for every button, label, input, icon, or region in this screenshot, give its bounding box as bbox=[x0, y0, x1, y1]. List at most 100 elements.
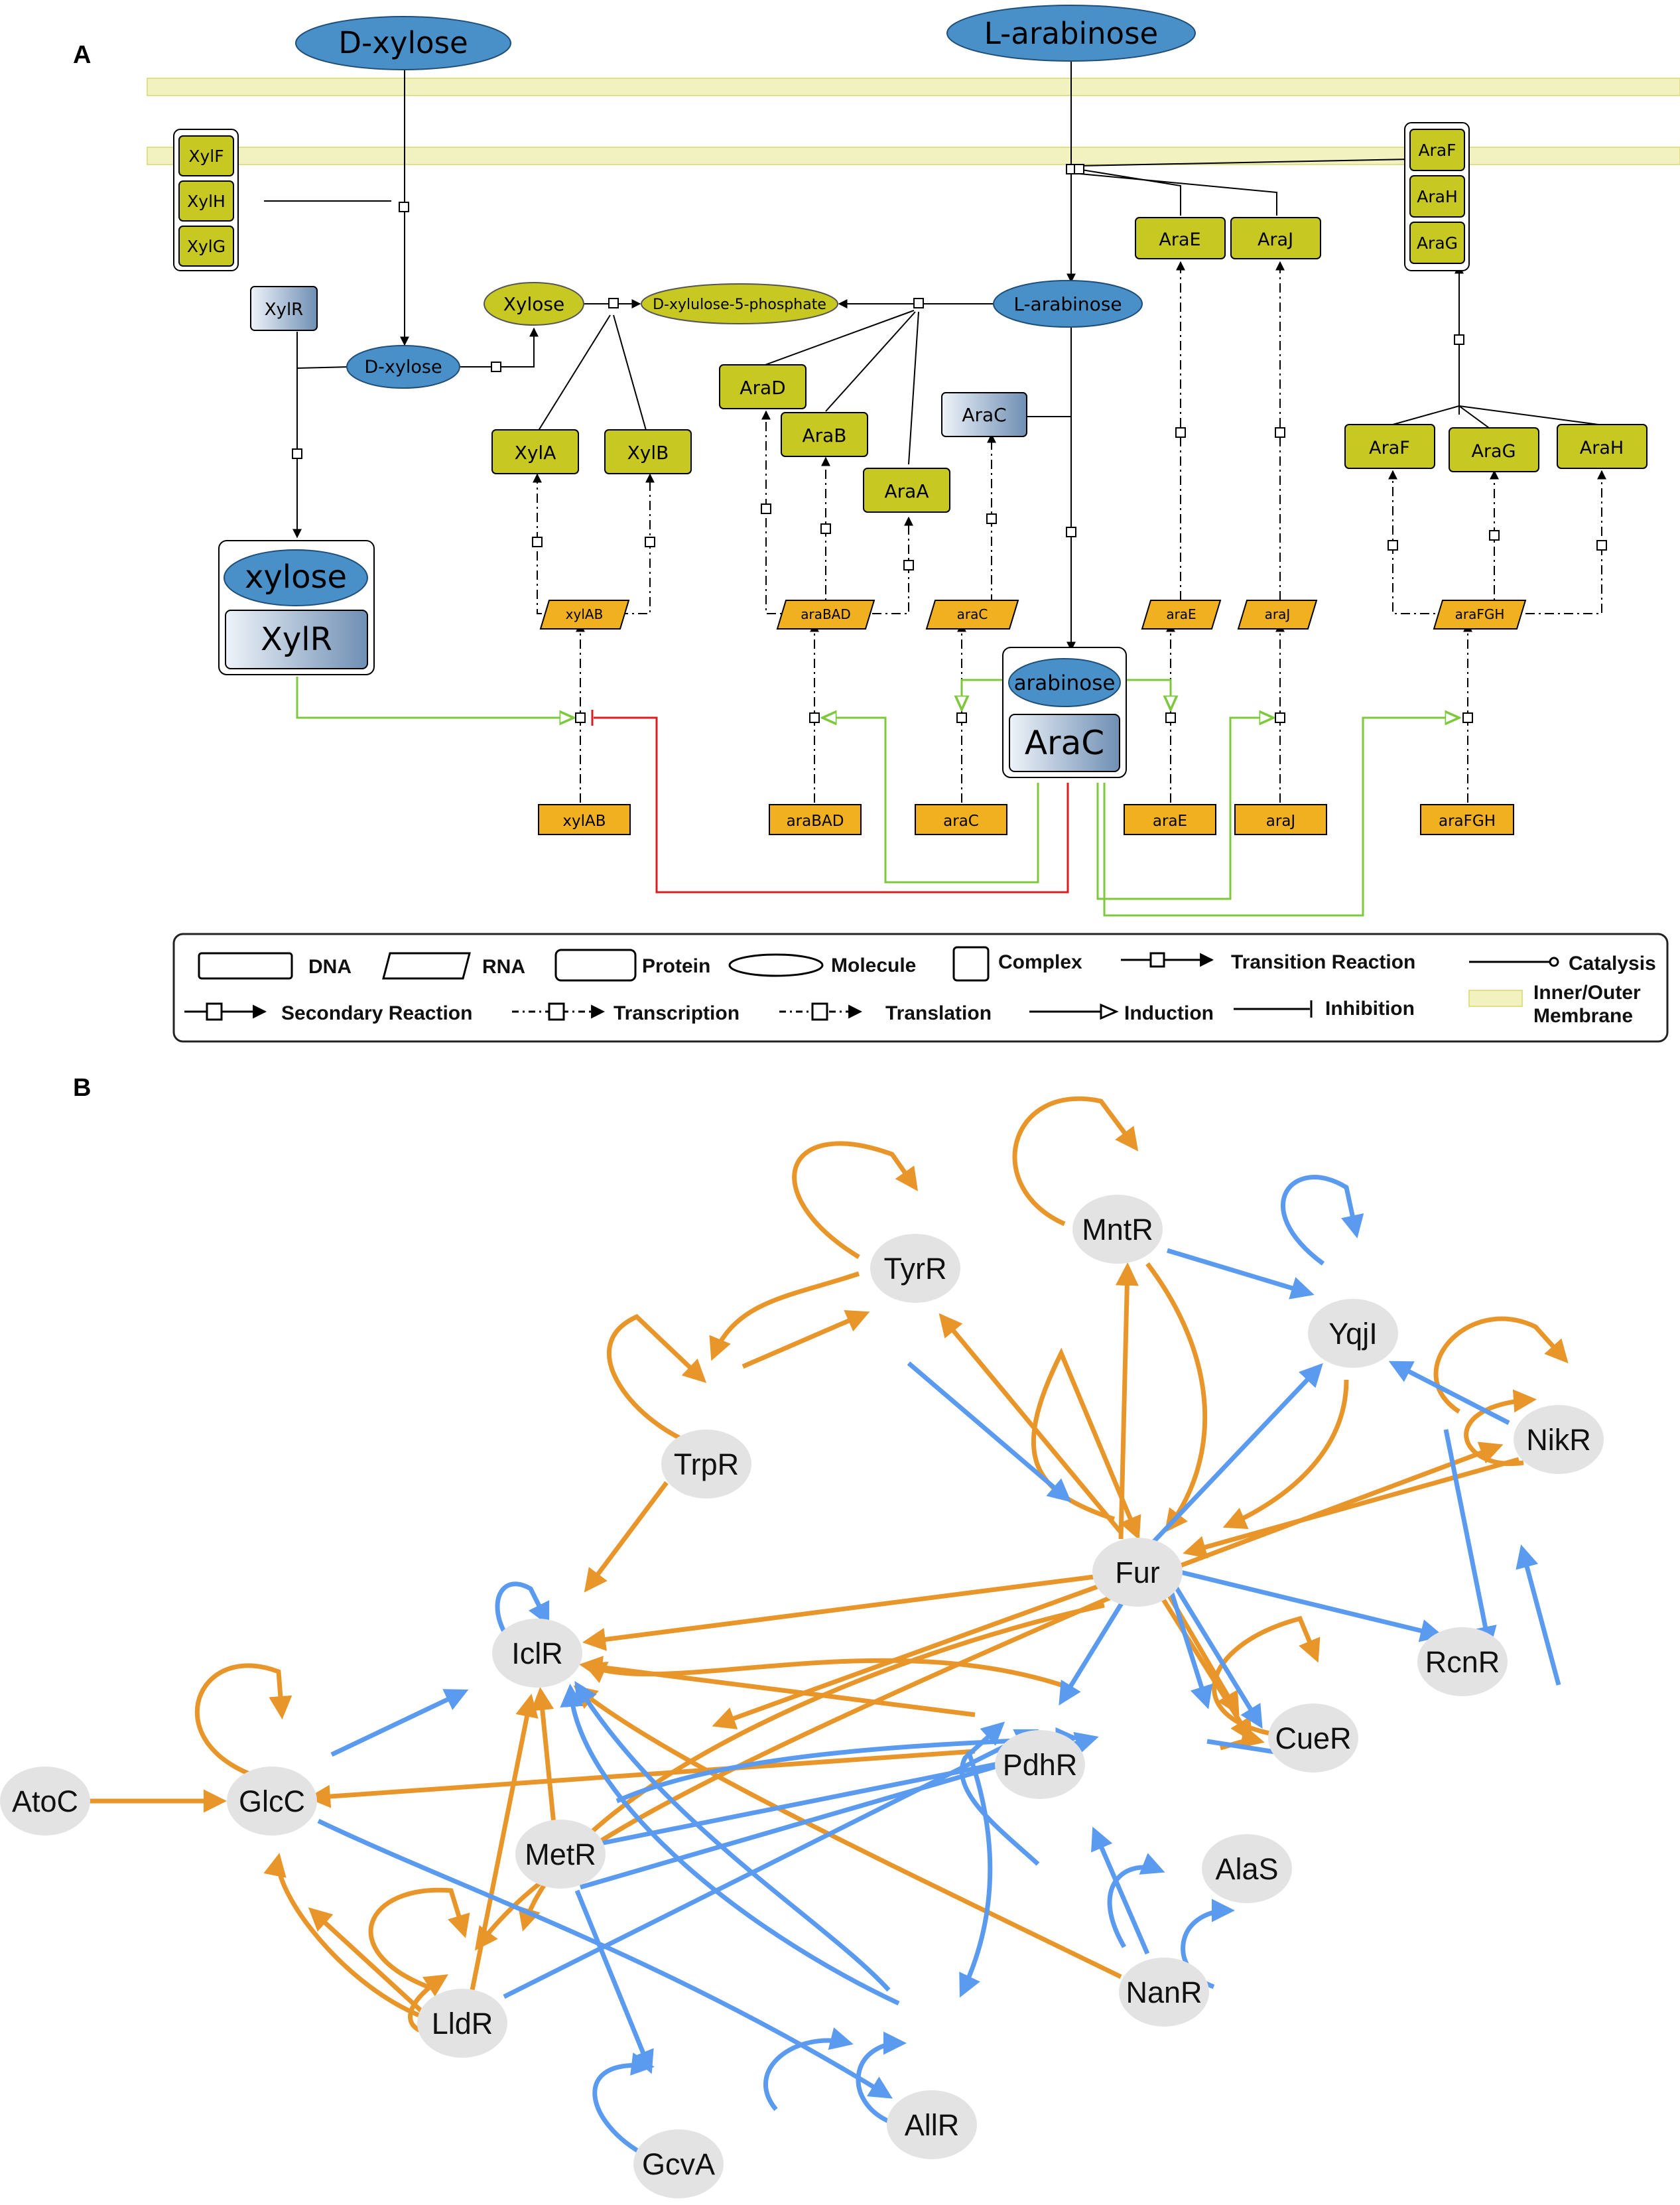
protein-arag: AraG bbox=[1471, 441, 1516, 462]
node-nanr: NanR bbox=[1119, 1958, 1209, 2027]
node-tyrr: TyrR bbox=[870, 1234, 960, 1303]
complex-arabinose-molecule: arabinose bbox=[1014, 671, 1116, 695]
panel-a-rna: xylAB araBAD araC araE araJ araFGH bbox=[539, 600, 1527, 630]
molecule-dxylose-out: D-xylose bbox=[338, 25, 468, 60]
panel-a-molecules: D-xylose L-arabinose Xylose D-xylulose-5… bbox=[295, 5, 1196, 389]
molecule-xylose: Xylose bbox=[503, 293, 564, 315]
node-alas-label: AlaS bbox=[1215, 1852, 1278, 1886]
panel-a-dna: xylAB araBAD araC araE araJ araFGH bbox=[538, 804, 1514, 835]
node-mntr: MntR bbox=[1072, 1195, 1163, 1264]
protein-araa: AraA bbox=[885, 480, 929, 502]
complex-arabinose-arac: arabinose AraC bbox=[1002, 647, 1127, 778]
node-glcc-label: GlcC bbox=[239, 1784, 305, 1818]
node-metr: MetR bbox=[515, 1820, 606, 1889]
node-rcnr: RcnR bbox=[1417, 1627, 1508, 1696]
node-alas: AlaS bbox=[1202, 1834, 1292, 1903]
panel-a-regulation bbox=[296, 677, 1459, 917]
protein-xylh: XylH bbox=[187, 192, 226, 211]
dna-arae: araE bbox=[1153, 813, 1187, 830]
rna-xylab: xylAB bbox=[566, 606, 604, 622]
protein-arah: AraH bbox=[1580, 438, 1624, 458]
node-trpr-label: TrpR bbox=[674, 1447, 739, 1481]
node-yqji: YqjI bbox=[1308, 1299, 1398, 1368]
protein-arae: AraE bbox=[1159, 230, 1200, 250]
node-allr: AllR bbox=[887, 2090, 977, 2159]
complex-xylr-protein: XylR bbox=[261, 621, 332, 658]
protein-araj: AraJ bbox=[1258, 230, 1293, 250]
complex-xylose-molecule: xylose bbox=[245, 559, 347, 596]
node-glcc: GlcC bbox=[227, 1767, 317, 1836]
node-cuer: CueR bbox=[1268, 1704, 1358, 1772]
node-lldr-label: LldR bbox=[432, 2007, 493, 2040]
protein-arac: AraC bbox=[962, 404, 1006, 426]
legend-complex: Complex bbox=[998, 951, 1082, 973]
node-nanr-label: NanR bbox=[1126, 1975, 1202, 2009]
legend-membrane-line1: Inner/Outer bbox=[1533, 982, 1641, 1004]
protein-xylr: XylR bbox=[265, 300, 304, 320]
rna-arafgh: araFGH bbox=[1455, 606, 1505, 622]
legend-translation: Translation bbox=[885, 1002, 992, 1024]
protein-arad: AraD bbox=[740, 377, 785, 399]
node-nikr: NikR bbox=[1514, 1405, 1604, 1474]
legend-membrane-line2: Membrane bbox=[1533, 1005, 1633, 1027]
dna-arac: araC bbox=[943, 813, 979, 830]
node-pdhr: PdhR bbox=[995, 1730, 1085, 1799]
dna-xylab: xylAB bbox=[562, 813, 606, 830]
dna-arabad: araBAD bbox=[787, 813, 844, 830]
rna-arabad: araBAD bbox=[801, 606, 851, 622]
complex-xylfhg: XylF XylH XylG bbox=[173, 129, 239, 271]
complex-arafhg: AraF AraH AraG bbox=[1404, 122, 1470, 271]
dna-arafgh: araFGH bbox=[1439, 813, 1496, 830]
molecule-larabinose-in: L-arabinose bbox=[1013, 293, 1122, 315]
node-metr-label: MetR bbox=[525, 1838, 596, 1871]
legend-molecule: Molecule bbox=[831, 955, 916, 976]
node-nikr-label: NikR bbox=[1526, 1423, 1591, 1457]
legend: DNA RNA Protein Molecule Complex Transit… bbox=[172, 933, 1669, 1043]
node-yqji-label: YqjI bbox=[1328, 1317, 1377, 1351]
node-iclr-label: IclR bbox=[511, 1637, 563, 1670]
panel-b-label: B bbox=[73, 1074, 91, 1102]
legend-catalysis: Catalysis bbox=[1569, 953, 1656, 974]
protein-xylg: XylG bbox=[187, 237, 226, 256]
node-tyrr-label: TyrR bbox=[884, 1252, 947, 1286]
legend-inhibition: Inhibition bbox=[1325, 998, 1415, 1020]
rna-arae: araE bbox=[1166, 606, 1196, 622]
rna-arac: araC bbox=[957, 606, 988, 622]
node-atoc-label: AtoC bbox=[12, 1784, 78, 1818]
node-mntr-label: MntR bbox=[1082, 1213, 1153, 1246]
node-gcva: GcvA bbox=[633, 2129, 724, 2198]
node-rcnr-label: RcnR bbox=[1425, 1645, 1500, 1679]
rna-araj: araJ bbox=[1265, 606, 1291, 622]
protein-xyla: XylA bbox=[515, 442, 556, 464]
node-gcva-label: GcvA bbox=[642, 2147, 715, 2181]
protein-arag-complex: AraG bbox=[1417, 234, 1458, 253]
protein-xylf: XylF bbox=[188, 147, 224, 166]
legend-protein: Protein bbox=[642, 955, 710, 977]
molecule-dxylose-in: D-xylose bbox=[364, 357, 442, 377]
panel-a-edges bbox=[264, 56, 1599, 651]
legend-transition: Transition Reaction bbox=[1231, 951, 1415, 973]
node-pdhr-label: PdhR bbox=[1003, 1748, 1078, 1782]
node-allr-label: AllR bbox=[905, 2108, 960, 2142]
molecule-dx5p: D-xylulose-5-phosphate bbox=[653, 297, 826, 313]
legend-induction: Induction bbox=[1124, 1002, 1214, 1024]
node-fur: Fur bbox=[1092, 1538, 1183, 1607]
legend-transcription: Transcription bbox=[614, 1002, 740, 1024]
node-atoc: AtoC bbox=[0, 1767, 90, 1836]
protein-arac-box: AraC bbox=[941, 392, 1027, 437]
protein-araf-complex: AraF bbox=[1418, 141, 1456, 160]
legend-rna: RNA bbox=[482, 956, 525, 978]
legend-secondary: Secondary Reaction bbox=[281, 1002, 472, 1024]
molecule-larabinose-out: L-arabinose bbox=[984, 16, 1158, 51]
node-fur-label: Fur bbox=[1115, 1556, 1160, 1589]
legend-dna: DNA bbox=[308, 956, 352, 978]
dna-araj: araJ bbox=[1266, 813, 1295, 830]
protein-xylb: XylB bbox=[627, 442, 669, 464]
complex-arac-protein: AraC bbox=[1025, 724, 1104, 762]
complex-xylose-xylr: xylose XylR bbox=[218, 540, 375, 675]
panel-a-reaction-squares bbox=[292, 164, 1607, 723]
protein-araf: AraF bbox=[1369, 438, 1410, 458]
node-iclr: IclR bbox=[492, 1619, 582, 1688]
panel-a-proteins: XylA XylB AraD AraB AraA AraE AraJ AraF … bbox=[491, 217, 1648, 513]
